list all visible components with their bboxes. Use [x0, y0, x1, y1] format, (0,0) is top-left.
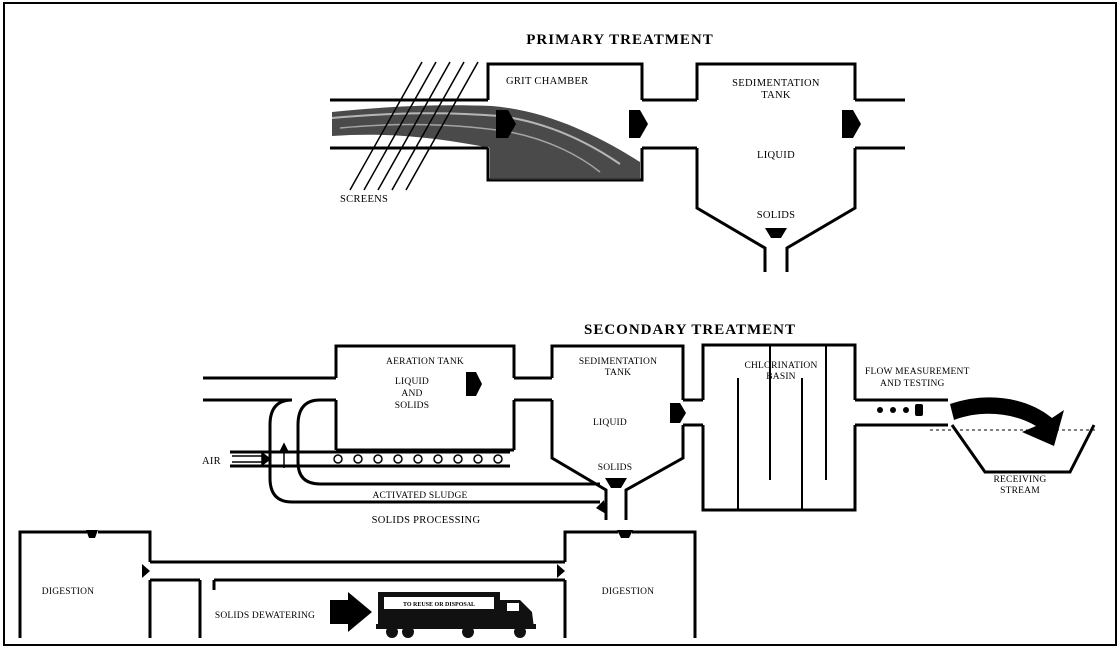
- flow-measurement-label-2: AND TESTING: [880, 379, 945, 389]
- aeration-solids-label: SOLIDS: [395, 401, 429, 411]
- arrow-icon: [557, 564, 565, 578]
- primary-pipes: [330, 62, 905, 272]
- secondary-title: SECONDARY TREATMENT: [584, 322, 796, 338]
- grit-chamber-label: GRIT CHAMBER: [506, 76, 588, 87]
- inlet-icon: [617, 530, 633, 538]
- solids-drop-icon: [605, 478, 627, 488]
- truck-sign-label: TO REUSE OR DISPOSAL: [403, 602, 475, 608]
- arrow-icon: [466, 372, 482, 396]
- primary-title: PRIMARY TREATMENT: [526, 32, 713, 48]
- primary-flow-arrows: [496, 110, 861, 238]
- digestion-left-label: DIGESTION: [42, 587, 94, 597]
- dewatering-arrow-icon: [330, 592, 372, 632]
- flow-measurement-label-1: FLOW MEASUREMENT: [865, 367, 970, 377]
- solids-processing-arrows: [86, 530, 633, 632]
- chlorination-label-2: BASIN: [766, 372, 796, 382]
- truck-icon: [376, 592, 536, 638]
- chlorination-baffles: [737, 345, 827, 510]
- primary-sed-label-2: TANK: [761, 90, 791, 101]
- digestion-right-label: DIGESTION: [602, 587, 654, 597]
- secondary-flow-arrows: [466, 372, 686, 514]
- flow-dots: [877, 404, 923, 416]
- primary-liquid-label: LIQUID: [757, 150, 795, 161]
- solids-drop-icon: [765, 228, 787, 238]
- chlorination-label-1: CHLORINATION: [744, 361, 817, 371]
- screens: [349, 61, 479, 191]
- aeration-tank-label: AERATION TANK: [386, 357, 464, 367]
- sludge-arrow-icon: [596, 500, 606, 514]
- solids-dewatering-label: SOLIDS DEWATERING: [215, 611, 315, 621]
- air-label: AIR: [202, 456, 221, 467]
- secondary-pipes: [203, 343, 948, 520]
- arrow-icon: [670, 403, 686, 423]
- arrow-icon: [842, 110, 861, 138]
- arrow-icon: [629, 110, 648, 138]
- frame: [3, 2, 1117, 646]
- aeration-liquid-label: LIQUID: [395, 377, 429, 387]
- secondary-sed-label-2: TANK: [605, 368, 631, 378]
- primary-sed-label-1: SEDIMENTATION: [732, 78, 820, 89]
- inlet-icon: [86, 530, 98, 538]
- arrow-icon: [142, 564, 150, 578]
- grit-flow-shading: [331, 105, 640, 180]
- secondary-liquid-label: LIQUID: [593, 418, 627, 428]
- secondary-sed-label-1: SEDIMENTATION: [579, 357, 657, 367]
- solids-processing-title: SOLIDS PROCESSING: [372, 515, 481, 526]
- secondary-solids-label: SOLIDS: [598, 463, 632, 473]
- air-diffusers: [333, 454, 503, 464]
- solids-processing-pipes: [18, 530, 697, 638]
- primary-solids-label: SOLIDS: [757, 210, 796, 221]
- discharge-arrow-icon: [950, 397, 1064, 446]
- activated-sludge-label: ACTIVATED SLUDGE: [372, 491, 467, 501]
- receiving-stream-label-2: STREAM: [1000, 486, 1040, 496]
- air-inlet-arrows: [232, 442, 290, 468]
- aeration-and-label: AND: [401, 389, 422, 399]
- receiving-stream: [930, 397, 1096, 474]
- arrow-icon: [496, 110, 516, 138]
- screens-label: SCREENS: [340, 194, 388, 205]
- receiving-stream-label-1: RECEIVING: [994, 475, 1047, 485]
